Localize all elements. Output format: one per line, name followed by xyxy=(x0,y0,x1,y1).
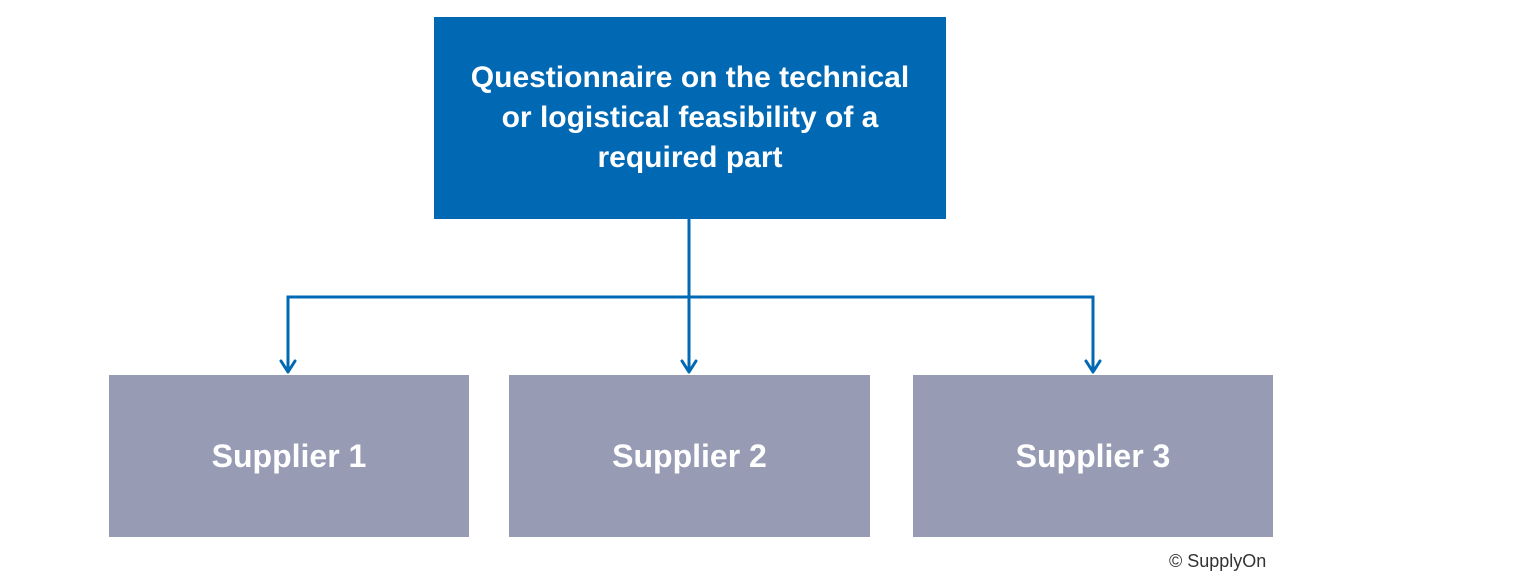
questionnaire-box: Questionnaire on the technical or logist… xyxy=(434,17,946,219)
copyright-text: © SupplyOn xyxy=(1169,551,1267,571)
supplier-3-label: Supplier 3 xyxy=(1015,437,1171,474)
arrowhead-1 xyxy=(279,359,297,374)
arrowhead-2 xyxy=(680,359,698,374)
supplier-2-label: Supplier 2 xyxy=(612,437,767,474)
supplier-1-box: Supplier 1 xyxy=(109,375,469,537)
supplier-3-box: Supplier 3 xyxy=(913,375,1273,537)
supplier-2-box: Supplier 2 xyxy=(509,375,870,537)
questionnaire-label: Questionnaire on the technical or logist… xyxy=(470,61,910,174)
supplier-1-label: Supplier 1 xyxy=(211,437,367,474)
arrowhead-3 xyxy=(1084,359,1102,374)
